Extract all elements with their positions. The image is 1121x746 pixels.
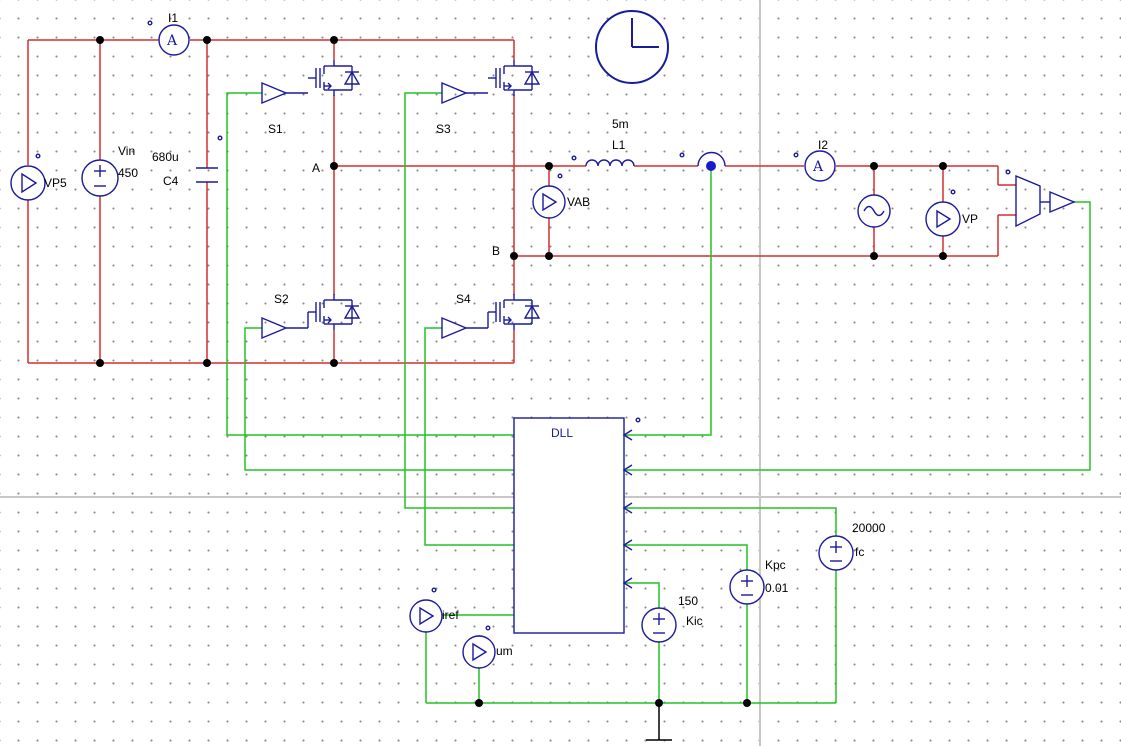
- vin-name-label: Vin: [118, 144, 135, 158]
- differential-amplifier[interactable]: [1005, 169, 1076, 228]
- s4-gate-driver: [441, 312, 489, 340]
- i2-label: I2: [818, 138, 828, 152]
- c4-name-label: C4: [163, 174, 179, 188]
- s3-label: S3: [436, 122, 451, 136]
- s2-gate-driver: [261, 312, 309, 340]
- vp-voltage-probe[interactable]: VP: [925, 189, 978, 237]
- l1-value-label: 5m: [612, 117, 629, 131]
- vin-value-label: 450: [118, 166, 138, 180]
- kpc-value-label: 0.01: [765, 581, 789, 595]
- ammeter-symbol: A: [812, 159, 824, 175]
- s1-label: S1: [268, 122, 283, 136]
- kpc-name-label: Kpc: [765, 558, 786, 572]
- kic-dc-source[interactable]: 150 Kic: [641, 594, 703, 643]
- s3-gate-driver: [441, 81, 488, 105]
- vab-label: VAB: [567, 195, 590, 209]
- node-a-label: A: [312, 161, 320, 175]
- node-b-label: B: [492, 244, 500, 258]
- clock-icon: [595, 10, 669, 84]
- kic-name-label: Kic: [686, 614, 703, 628]
- dll-label: DLL: [551, 426, 573, 440]
- switch-s2[interactable]: [308, 294, 361, 330]
- ground-symbol: [646, 703, 672, 741]
- fc-value-label: 20000: [852, 521, 886, 535]
- switch-s1[interactable]: [308, 60, 361, 96]
- fc-name-label: fc: [855, 545, 864, 559]
- um-label: um: [496, 644, 513, 658]
- vp5-label: VP5: [44, 176, 67, 190]
- i1-ammeter[interactable]: A I1: [147, 11, 190, 56]
- s2-label: S2: [274, 292, 289, 306]
- switch-s3[interactable]: [488, 60, 541, 96]
- dll-block[interactable]: DLL: [513, 417, 641, 634]
- vin-dc-source[interactable]: Vin 450: [81, 144, 138, 197]
- power-wires: [27, 39, 1016, 364]
- c4-value-label: 680u: [152, 150, 179, 164]
- l1-inductor[interactable]: 5m L1: [571, 117, 635, 167]
- fc-dc-source[interactable]: 20000 fc: [818, 521, 886, 571]
- iref-voltage-probe[interactable]: iref: [409, 587, 459, 633]
- ammeter-symbol: A: [166, 33, 178, 49]
- c4-capacitor[interactable]: 680u C4: [152, 135, 223, 188]
- kic-value-label: 150: [678, 594, 698, 608]
- junction-dots: [96, 36, 947, 707]
- s4-label: S4: [456, 292, 471, 306]
- current-sensor[interactable]: [679, 151, 726, 172]
- kpc-dc-source[interactable]: Kpc 0.01: [729, 558, 789, 605]
- switch-s4[interactable]: [488, 294, 541, 330]
- iref-label: iref: [442, 608, 459, 622]
- vab-voltage-probe[interactable]: VAB: [532, 173, 590, 219]
- i2-ammeter[interactable]: A I2: [793, 138, 836, 182]
- s1-gate-driver: [261, 81, 308, 105]
- vp-label: VP: [962, 212, 978, 226]
- l1-name-label: L1: [612, 138, 626, 152]
- ac-voltage-source[interactable]: [857, 194, 891, 228]
- i1-label: I1: [168, 11, 178, 25]
- vp5-voltage-probe[interactable]: VP5: [10, 153, 67, 201]
- um-voltage-probe[interactable]: um: [462, 625, 513, 669]
